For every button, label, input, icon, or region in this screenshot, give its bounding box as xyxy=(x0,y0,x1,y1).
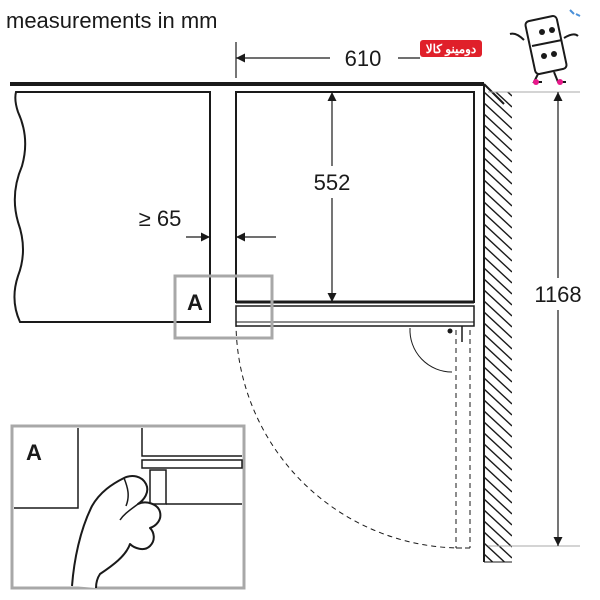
wall-hatch-line xyxy=(484,212,512,240)
detail-a-label: A xyxy=(26,440,42,465)
niche-depth-dimension: 552 xyxy=(300,92,364,302)
wall-hatch-line xyxy=(484,576,512,600)
wall-hatch-line xyxy=(484,410,512,438)
domino-mascot-icon xyxy=(509,9,581,85)
height-dimension: 1168 xyxy=(488,91,594,547)
wall-hatch-line xyxy=(484,168,512,196)
wall-hatch-line xyxy=(494,92,512,108)
wall-hatch-line xyxy=(484,465,512,493)
wall-hatch-line xyxy=(484,157,512,185)
wall-hatch-line xyxy=(484,300,512,328)
wall-hatch-line xyxy=(484,311,512,339)
wall-hatch-line xyxy=(484,421,512,449)
logo-text: دومینو کالا xyxy=(426,42,477,57)
clearance-value: ≥ 65 xyxy=(139,206,182,231)
wall-hatch-line xyxy=(484,289,512,317)
wall-hatch-line xyxy=(484,432,512,460)
wall-hatch-line xyxy=(484,565,512,591)
wall-hatch-line xyxy=(484,322,512,350)
wall-hatch-line xyxy=(484,267,512,295)
wall-hatch-line xyxy=(484,135,512,163)
wall-hatch-line xyxy=(484,113,512,141)
wall-corner-line xyxy=(483,83,505,105)
clearance-dimension: ≥ 65 xyxy=(139,206,276,242)
left-cabinet xyxy=(13,91,211,323)
wall-hatch-line xyxy=(484,366,512,394)
wall-hatch-line xyxy=(484,587,512,600)
wall-hatch-line xyxy=(484,278,512,306)
depth-dimension: 610 xyxy=(235,42,420,78)
wall-hatch-line xyxy=(484,344,512,372)
wall-hatch-line xyxy=(484,487,512,515)
wall-hatch-line xyxy=(484,355,512,383)
wall-hatch-line xyxy=(484,201,512,229)
domino-kala-logo: دومینو کالا xyxy=(420,9,581,85)
wall-hatch-line xyxy=(484,443,512,471)
wall-hatch-line xyxy=(484,520,512,548)
callout-a-marker: A xyxy=(173,274,274,340)
depth-value: 610 xyxy=(345,46,382,71)
wall-hatch-line xyxy=(484,454,512,482)
wall-hatch-line xyxy=(484,234,512,262)
height-value: 1168 xyxy=(534,282,581,307)
wall-hatch-line xyxy=(484,498,512,526)
wall xyxy=(483,84,512,600)
wall-hatch-line xyxy=(484,333,512,361)
wall-hatch-line xyxy=(484,245,512,273)
wall-hatch-line xyxy=(484,476,512,504)
wall-hatch-line xyxy=(484,553,494,562)
detail-a-inset: A xyxy=(10,424,246,590)
wall-hatch-line xyxy=(484,256,512,284)
wall-hatch-line xyxy=(484,102,512,130)
wall-hatch-line xyxy=(484,146,512,174)
hand-icon xyxy=(71,475,162,589)
wall-hatch-line xyxy=(484,399,512,427)
wall-hatch-line xyxy=(484,509,512,537)
wall-hatch-line xyxy=(484,531,512,559)
callout-a-label: A xyxy=(187,290,203,315)
wall-hatch-line xyxy=(484,92,512,119)
wall-hatch-line xyxy=(484,190,512,218)
appliance-body xyxy=(235,91,475,373)
wall-hatch-line xyxy=(484,179,512,207)
niche-depth-value: 552 xyxy=(314,170,351,195)
wall-hatch-line xyxy=(484,542,506,562)
diagram-title: measurements in mm xyxy=(6,8,218,33)
wall-hatch-line xyxy=(484,124,512,152)
wall-hatch-line xyxy=(484,377,512,405)
door-swing xyxy=(235,321,471,549)
wall-hatch-line xyxy=(484,388,512,416)
wall-hatch-line xyxy=(484,223,512,251)
